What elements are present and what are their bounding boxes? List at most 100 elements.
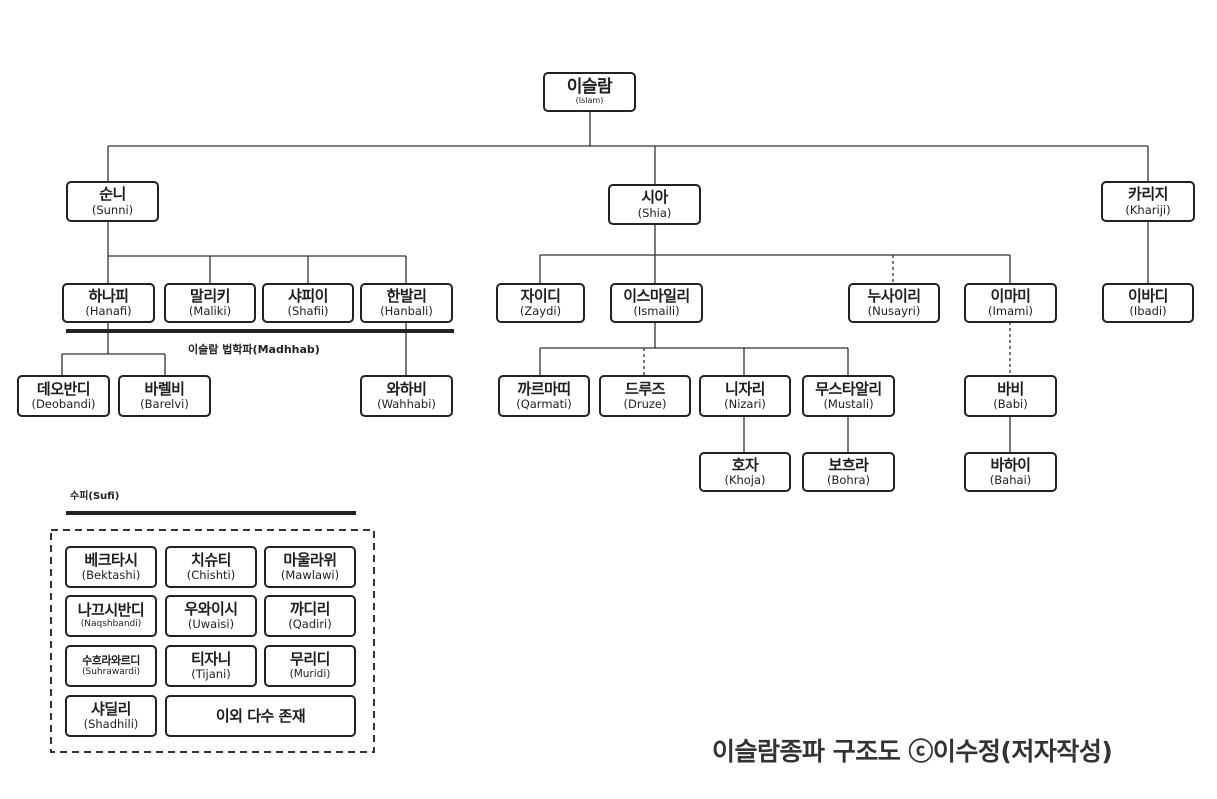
- node-uwaisi-en: (Uwaisi): [187, 617, 235, 632]
- node-tijani-ko: 티자니: [191, 649, 231, 668]
- node-imami-en: (Imami): [987, 304, 1033, 319]
- node-babi: 바비 (Babi): [964, 375, 1057, 417]
- node-naqshbandi: 나끄시반디 (Naqshbandi): [65, 595, 157, 637]
- node-islam: 이슬람 (Islam): [543, 72, 636, 112]
- node-naqshbandi-en: (Naqshbandi): [80, 618, 142, 629]
- node-imami-ko: 이마미: [990, 286, 1031, 305]
- node-hanafi-ko: 하나피: [88, 286, 129, 305]
- node-bohra-en: (Bohra): [827, 473, 870, 488]
- node-sufi-others: 이외 다수 존재: [165, 695, 356, 737]
- node-zaydi: 자이디 (Zaydi): [496, 283, 585, 323]
- node-chishti-ko: 치슈티: [191, 550, 231, 569]
- madhhab-bar: [66, 329, 454, 333]
- node-suhrawardi-ko: 수흐라와르디: [82, 653, 140, 667]
- credit-caption: 이슬람종파 구조도 ⓒ이수정(저자작성): [712, 737, 1113, 766]
- node-nizari: 니자리 (Nizari): [699, 375, 791, 417]
- node-nusayri: 누사이리 (Nusayri): [848, 283, 940, 323]
- node-shadhili-en: (Shadhili): [83, 717, 139, 732]
- node-chishti-en: (Chishti): [186, 568, 236, 583]
- node-bektashi-en: (Bektashi): [81, 568, 141, 583]
- node-druze: 드루즈 (Druze): [599, 375, 691, 417]
- node-bektashi-ko: 베크타시: [84, 550, 138, 569]
- node-islam-en: (Islam): [575, 96, 604, 106]
- node-barelvi-ko: 바렐비: [144, 379, 185, 398]
- node-tijani: 티자니 (Tijani): [165, 645, 257, 687]
- node-barelvi-en: (Barelvi): [140, 397, 189, 412]
- node-khoja-en: (Khoja): [724, 473, 766, 488]
- node-qarmati-ko: 까르마띠: [517, 379, 571, 398]
- node-nusayri-ko: 누사이리: [867, 286, 921, 305]
- node-mawlawi-ko: 마울라위: [283, 550, 337, 569]
- node-qadiri-ko: 까디리: [290, 599, 330, 618]
- node-hanbali: 한발리 (Hanbali): [360, 283, 453, 323]
- node-bohra-ko: 보흐라: [828, 455, 869, 474]
- sufi-frame: [50, 529, 375, 753]
- node-qarmati: 까르마띠 (Qarmati): [498, 375, 590, 417]
- node-bohra: 보흐라 (Bohra): [802, 452, 895, 492]
- node-mustali-en: (Mustali): [823, 397, 874, 412]
- node-islam-ko: 이슬람: [566, 76, 613, 97]
- node-tijani-en: (Tijani): [191, 667, 231, 682]
- node-ismaili-en: (Ismaili): [633, 304, 680, 319]
- node-nusayri-en: (Nusayri): [867, 304, 921, 319]
- node-shafii-en: (Shafii): [287, 304, 329, 319]
- node-khariji-en: (Khariji): [1125, 202, 1171, 217]
- node-hanbali-ko: 한발리: [386, 286, 427, 305]
- madhhab-label: 이슬람 법학파(Madhhab): [188, 343, 320, 356]
- node-nizari-ko: 니자리: [725, 379, 765, 398]
- sufi-label: 수피(Sufi): [70, 491, 120, 502]
- node-druze-en: (Druze): [623, 397, 667, 412]
- node-shia-en: (Shia): [637, 205, 672, 220]
- node-maliki-en: (Maliki): [188, 304, 232, 319]
- node-imami: 이마미 (Imami): [964, 283, 1057, 323]
- node-uwaisi: 우와이시 (Uwaisi): [165, 595, 257, 637]
- node-babi-en: (Babi): [993, 397, 1028, 412]
- node-mustali: 무스타알리 (Mustali): [802, 375, 895, 417]
- node-qadiri: 까디리 (Qadiri): [264, 595, 356, 637]
- node-muridi-ko: 무리디: [290, 650, 330, 669]
- node-suhrawardi: 수흐라와르디 (Suhrawardi): [65, 645, 157, 687]
- node-hanafi: 하나피 (Hanafi): [62, 283, 155, 323]
- node-deobandi-ko: 데오반디: [36, 379, 91, 398]
- node-nizari-en: (Nizari): [724, 397, 766, 412]
- node-maliki: 말리키 (Maliki): [164, 283, 256, 323]
- node-deobandi-en: (Deobandi): [31, 397, 96, 412]
- sufi-bar: [66, 511, 356, 515]
- node-mustali-ko: 무스타알리: [815, 379, 882, 398]
- node-ismaili: 이스마일리 (Ismaili): [610, 283, 703, 323]
- node-sunni-ko: 순니: [99, 185, 126, 204]
- node-zaydi-en: (Zaydi): [519, 304, 562, 319]
- node-bahai-ko: 바하이: [990, 455, 1031, 474]
- node-bahai-en: (Bahai): [989, 473, 1032, 488]
- node-khariji-ko: 카리지: [1128, 185, 1168, 204]
- node-ibadi-en: (Ibadi): [1129, 304, 1167, 319]
- node-khoja: 호자 (Khoja): [699, 452, 791, 492]
- node-hanbali-en: (Hanbali): [380, 304, 433, 319]
- node-barelvi: 바렐비 (Barelvi): [118, 375, 211, 417]
- node-muridi-en: (Muridi): [289, 667, 331, 680]
- node-wahhabi-en: (Wahhabi): [377, 397, 436, 412]
- node-ibadi: 이바디 (Ibadi): [1102, 283, 1194, 323]
- node-wahhabi: 와하비 (Wahhabi): [360, 375, 453, 417]
- node-shia: 시아 (Shia): [608, 184, 701, 225]
- node-qadiri-en: (Qadiri): [288, 617, 332, 632]
- node-muridi: 무리디 (Muridi): [264, 645, 356, 687]
- node-sunni-en: (Sunni): [91, 202, 134, 217]
- node-wahhabi-ko: 와하비: [386, 379, 427, 398]
- node-chishti: 치슈티 (Chishti): [165, 546, 257, 588]
- node-suhrawardi-en: (Suhrawardi): [82, 666, 140, 677]
- sufi-others-text: 이외 다수 존재: [215, 706, 306, 725]
- node-shafii-ko: 샤피이: [288, 286, 328, 305]
- node-shadhili-ko: 샤딜리: [91, 699, 131, 718]
- node-mawlawi: 마울라위 (Mawlawi): [264, 546, 356, 588]
- node-babi-ko: 바비: [997, 379, 1024, 398]
- node-zaydi-ko: 자이디: [520, 286, 561, 305]
- node-deobandi: 데오반디 (Deobandi): [17, 375, 110, 417]
- node-bahai: 바하이 (Bahai): [964, 452, 1057, 492]
- node-shia-ko: 시아: [641, 188, 668, 207]
- node-khariji: 카리지 (Khariji): [1101, 181, 1195, 222]
- node-mawlawi-en: (Mawlawi): [280, 568, 340, 583]
- node-ismaili-ko: 이스마일리: [623, 286, 690, 305]
